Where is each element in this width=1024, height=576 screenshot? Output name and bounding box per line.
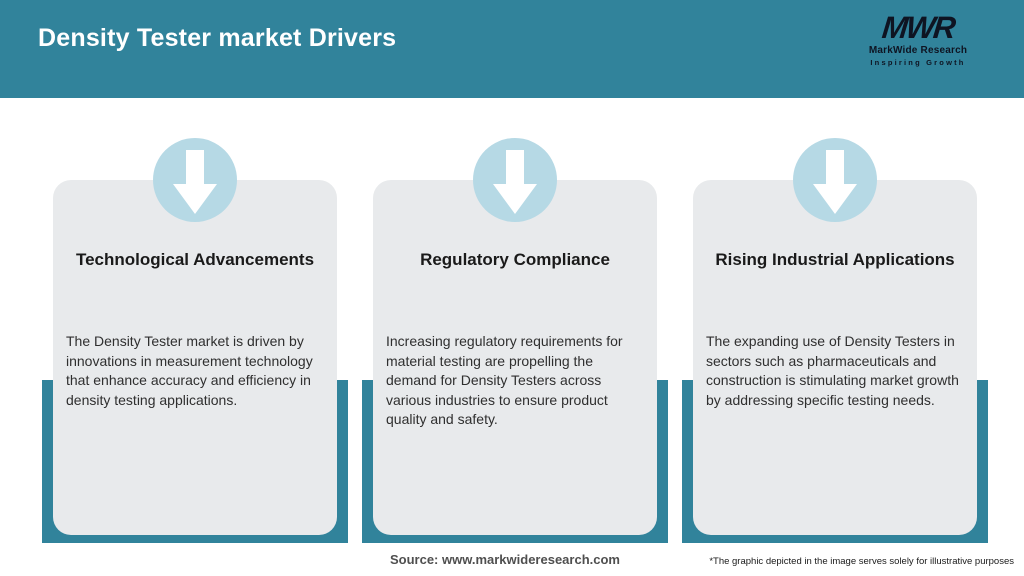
driver-card: Rising Industrial Applications The expan… xyxy=(693,180,977,535)
card-body: The expanding use of Density Testers in … xyxy=(706,333,959,408)
markwide-logo: MWR MarkWide Research Inspiring Growth xyxy=(848,10,988,67)
down-arrow-icon xyxy=(153,138,237,222)
card-body: The Density Tester market is driven by i… xyxy=(66,333,313,408)
logo-name: MarkWide Research xyxy=(868,45,968,56)
driver-column-2: Regulatory Compliance Increasing regulat… xyxy=(362,138,668,543)
down-arrow-icon xyxy=(473,138,557,222)
down-arrow-icon xyxy=(793,138,877,222)
logo-tagline: Inspiring Growth xyxy=(870,58,966,67)
drivers-row: Technological Advancements The Density T… xyxy=(42,138,988,543)
driver-column-1: Technological Advancements The Density T… xyxy=(42,138,348,543)
logo-acronym: MWR xyxy=(880,10,956,45)
driver-card: Technological Advancements The Density T… xyxy=(53,180,337,535)
disclaimer-text: *The graphic depicted in the image serve… xyxy=(709,556,1014,567)
card-title: Regulatory Compliance xyxy=(420,250,610,269)
card-title: Rising Industrial Applications xyxy=(715,250,955,269)
card-title: Technological Advancements xyxy=(75,250,315,269)
driver-card: Regulatory Compliance Increasing regulat… xyxy=(373,180,657,535)
driver-column-3: Rising Industrial Applications The expan… xyxy=(682,138,988,543)
page-title: Density Tester market Drivers xyxy=(38,24,397,52)
source-text: Source: www.markwideresearch.com xyxy=(389,552,620,567)
card-body: Increasing regulatory requirements for m… xyxy=(386,333,623,427)
header-bar: Density Tester market Drivers MWR MarkWi… xyxy=(0,0,1024,98)
